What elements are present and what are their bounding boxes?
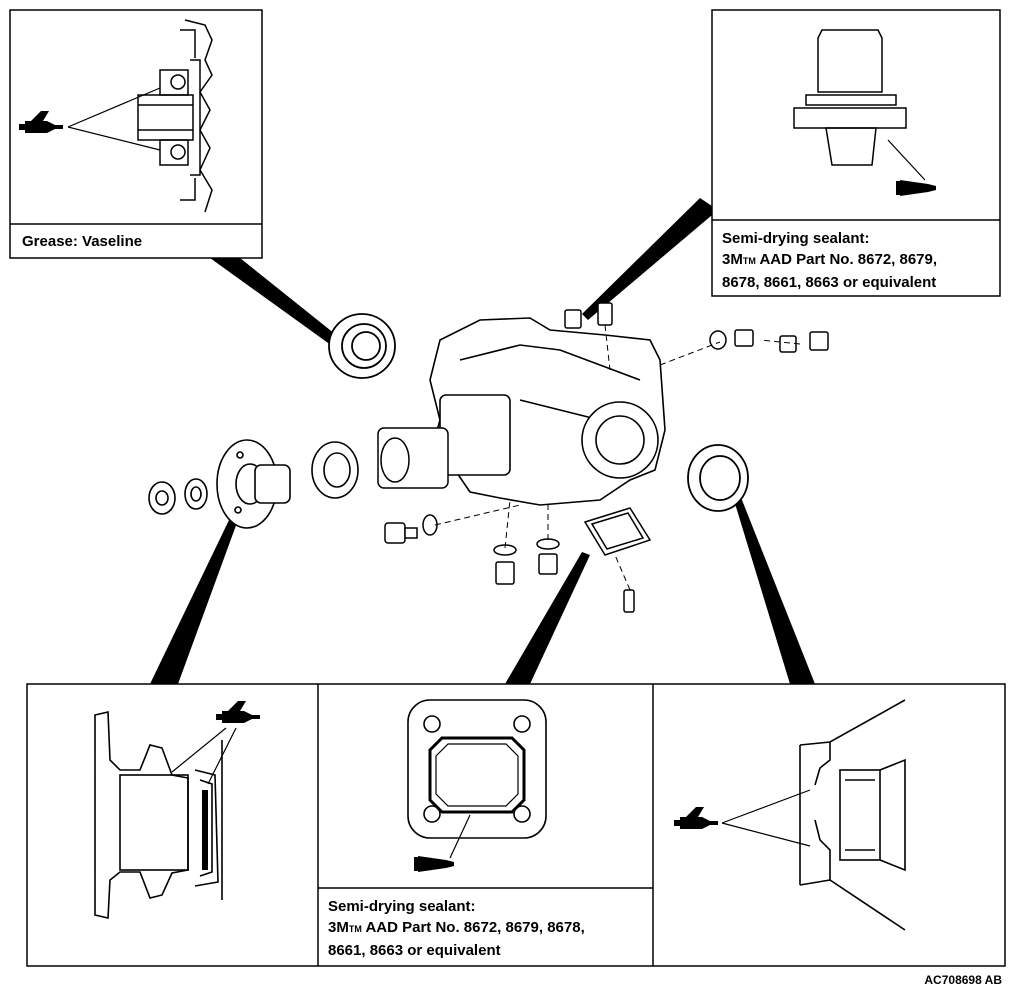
sealant-line3: 8661, 8663 or equivalent (328, 942, 501, 959)
callout-bottom-strip (26, 683, 1006, 967)
gasket-drawing (407, 699, 547, 839)
bearing-section-drawing (137, 19, 213, 213)
callout-top-left-label: Grease: Vaseline (22, 233, 143, 250)
side-seal-section-drawing (799, 699, 906, 931)
drain-filler-plugs (384, 302, 829, 585)
dashed-assembly-lines (434, 324, 801, 591)
sealant-line3: 8678, 8661, 8663 or equivalent (722, 274, 937, 291)
differential-housing (429, 317, 666, 506)
figure-id: AC708698 AB (924, 973, 1002, 987)
sealant-line2: 3MTM AAD Part No. 8672, 8679, 8678, (328, 919, 585, 936)
callout-top-right-text: Semi-drying sealant: 3MTM AAD Part No. 8… (722, 228, 937, 293)
sealant-line1: Semi-drying sealant: (722, 230, 870, 247)
sealant-line2: 3MTM AAD Part No. 8672, 8679, (722, 251, 938, 268)
callout-bottom-middle-text: Semi-drying sealant: 3MTM AAD Part No. 8… (328, 896, 585, 961)
plug-drawing (793, 29, 907, 166)
cover-gasket (583, 507, 652, 613)
flange-nut-washer (148, 478, 208, 515)
front-bearing (311, 441, 359, 499)
side-oil-seal (687, 444, 749, 512)
leader-wedges (150, 198, 815, 684)
callout-top-left-box (9, 9, 263, 259)
grease-arrows (67, 87, 161, 151)
companion-flange (216, 439, 291, 529)
sealant-line1: Semi-drying sealant: (328, 898, 476, 915)
pinion-shaft (377, 427, 449, 489)
flange-section-drawing (94, 711, 223, 919)
flange-seal-dots (202, 790, 208, 870)
oil-seal-top (328, 313, 396, 379)
